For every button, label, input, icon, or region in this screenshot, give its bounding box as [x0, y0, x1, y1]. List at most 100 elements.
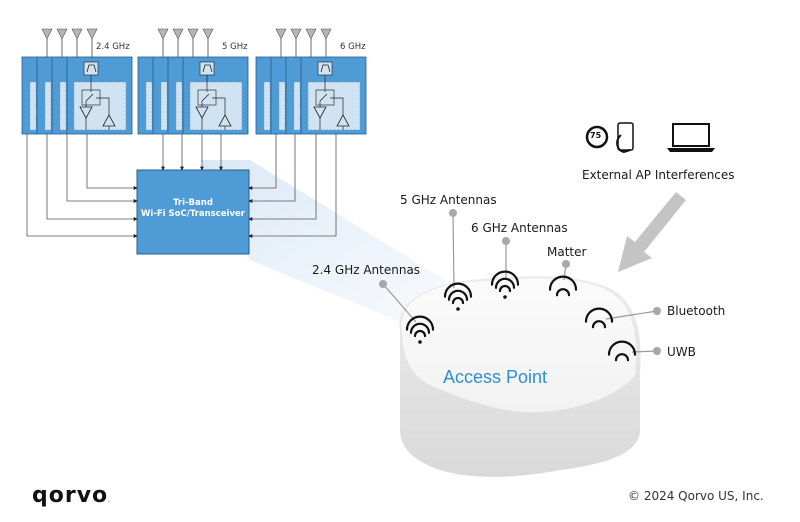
module-slot: [263, 81, 271, 131]
smartphone-icon: [616, 122, 634, 154]
tx-path: [96, 97, 110, 115]
copyright-text: © 2024 Qorvo US, Inc.: [628, 489, 764, 503]
soc-label-line2: Wi-Fi SoC/Transceiver: [141, 209, 245, 219]
filter-glyph: [86, 64, 97, 73]
wifi-arc: [494, 277, 516, 289]
filter-glyph: [202, 64, 213, 73]
link-24ghz: [26, 134, 138, 238]
callout-label-matter: Matter: [547, 245, 587, 259]
antenna-icon: [275, 28, 287, 40]
wifi-partial-icon: [607, 340, 637, 362]
callout-dot: [653, 307, 661, 315]
soc-block: [136, 169, 250, 255]
callout-label-6ghz: 6 GHz Antennas: [471, 221, 568, 235]
filter-icon: [199, 61, 215, 76]
module-slot: [278, 81, 286, 131]
callout-dot: [653, 347, 661, 355]
callout-label-bluetooth: Bluetooth: [667, 304, 726, 318]
antenna-icon: [172, 28, 184, 40]
antenna-icon: [202, 28, 214, 40]
module-slot: [175, 81, 183, 131]
callout-bluetooth: [605, 307, 661, 320]
access-point-label: Access Point: [443, 367, 548, 387]
wifi-icon: [443, 282, 473, 311]
wifi-arc: [614, 353, 630, 362]
filter-icon: [317, 61, 333, 76]
wifi-arc: [555, 288, 571, 297]
band-module-24ghz: [21, 28, 133, 135]
wifi-dot: [418, 340, 422, 344]
link-24ghz: [46, 134, 138, 221]
antenna-icon: [187, 28, 199, 40]
frontend-area: [189, 81, 243, 131]
logo-trademark: .: [108, 497, 112, 504]
wifi-dot: [456, 307, 460, 311]
callout-5ghz: [449, 209, 457, 289]
callout-dot: [562, 260, 570, 268]
access-point-device: [399, 276, 641, 477]
callout-dot: [449, 209, 457, 217]
wifi-arc: [607, 340, 637, 356]
module-slot: [145, 81, 153, 131]
wifi-partial-icon: [584, 307, 614, 329]
antenna-icon: [290, 28, 302, 40]
band-label-6ghz: 6 GHz: [340, 42, 366, 52]
link-6ghz: [248, 134, 296, 203]
switch-arm: [85, 93, 94, 102]
antenna-icon: [320, 28, 332, 40]
switch-icon: [81, 89, 101, 106]
thermostat-value: 75: [590, 131, 602, 140]
interference-label: External AP Interferences: [582, 168, 735, 182]
module-slot: [59, 81, 67, 131]
wifi-arc: [409, 322, 431, 334]
wifi-arc: [413, 329, 427, 338]
wifi-arc: [548, 275, 578, 291]
callout-line: [605, 310, 658, 320]
link-24ghz: [86, 134, 138, 190]
switch-arm: [201, 93, 210, 102]
logo-text: qorvo: [32, 483, 109, 508]
antenna-icon: [305, 28, 317, 40]
link-6ghz: [248, 134, 277, 190]
soc-label: Tri-Band Wi-Fi SoC/Transceiver: [137, 198, 249, 220]
link-24ghz: [66, 134, 138, 203]
band-label-24ghz: 2.4 GHz: [96, 42, 130, 52]
callout-line: [631, 350, 658, 353]
callout-line: [452, 212, 455, 289]
qorvo-logo: qorvo.: [32, 483, 111, 508]
antenna-icon: [86, 28, 98, 40]
frontend-area: [307, 81, 361, 131]
module-slot: [293, 81, 301, 131]
wifi-arc: [451, 296, 465, 305]
frontend-area: [73, 81, 127, 131]
callout-label-24ghz: 2.4 GHz Antennas: [312, 263, 421, 277]
wifi-icon: [490, 270, 520, 299]
module-slot: [44, 81, 52, 131]
callout-label-uwb: UWB: [667, 345, 696, 359]
callout-line: [382, 283, 417, 323]
band-label-5ghz: 5 GHz: [222, 42, 248, 52]
wifi-dot: [503, 295, 507, 299]
wifi-arc: [490, 270, 520, 286]
callout-dot: [502, 237, 510, 245]
wifi-arc: [405, 315, 435, 331]
filter-icon: [83, 61, 99, 76]
antenna-icon: [71, 28, 83, 40]
antenna-icon: [157, 28, 169, 40]
switch-arm: [319, 93, 328, 102]
thermostat-icon: [585, 125, 609, 149]
filter-glyph: [320, 64, 331, 73]
link-6ghz: [248, 134, 317, 221]
laptop-icon: [667, 123, 715, 152]
interference-arrow: [618, 192, 686, 272]
antenna-icon: [41, 28, 53, 40]
wifi-arc: [447, 289, 469, 301]
callout-24ghz: [379, 280, 417, 323]
callout-label-5ghz: 5 GHz Antennas: [400, 193, 497, 207]
module-slot: [29, 81, 37, 131]
band-module-6ghz: [255, 28, 367, 135]
antenna-icon: [56, 28, 68, 40]
tx-path: [330, 97, 344, 115]
wifi-partial-icon: [548, 275, 578, 297]
